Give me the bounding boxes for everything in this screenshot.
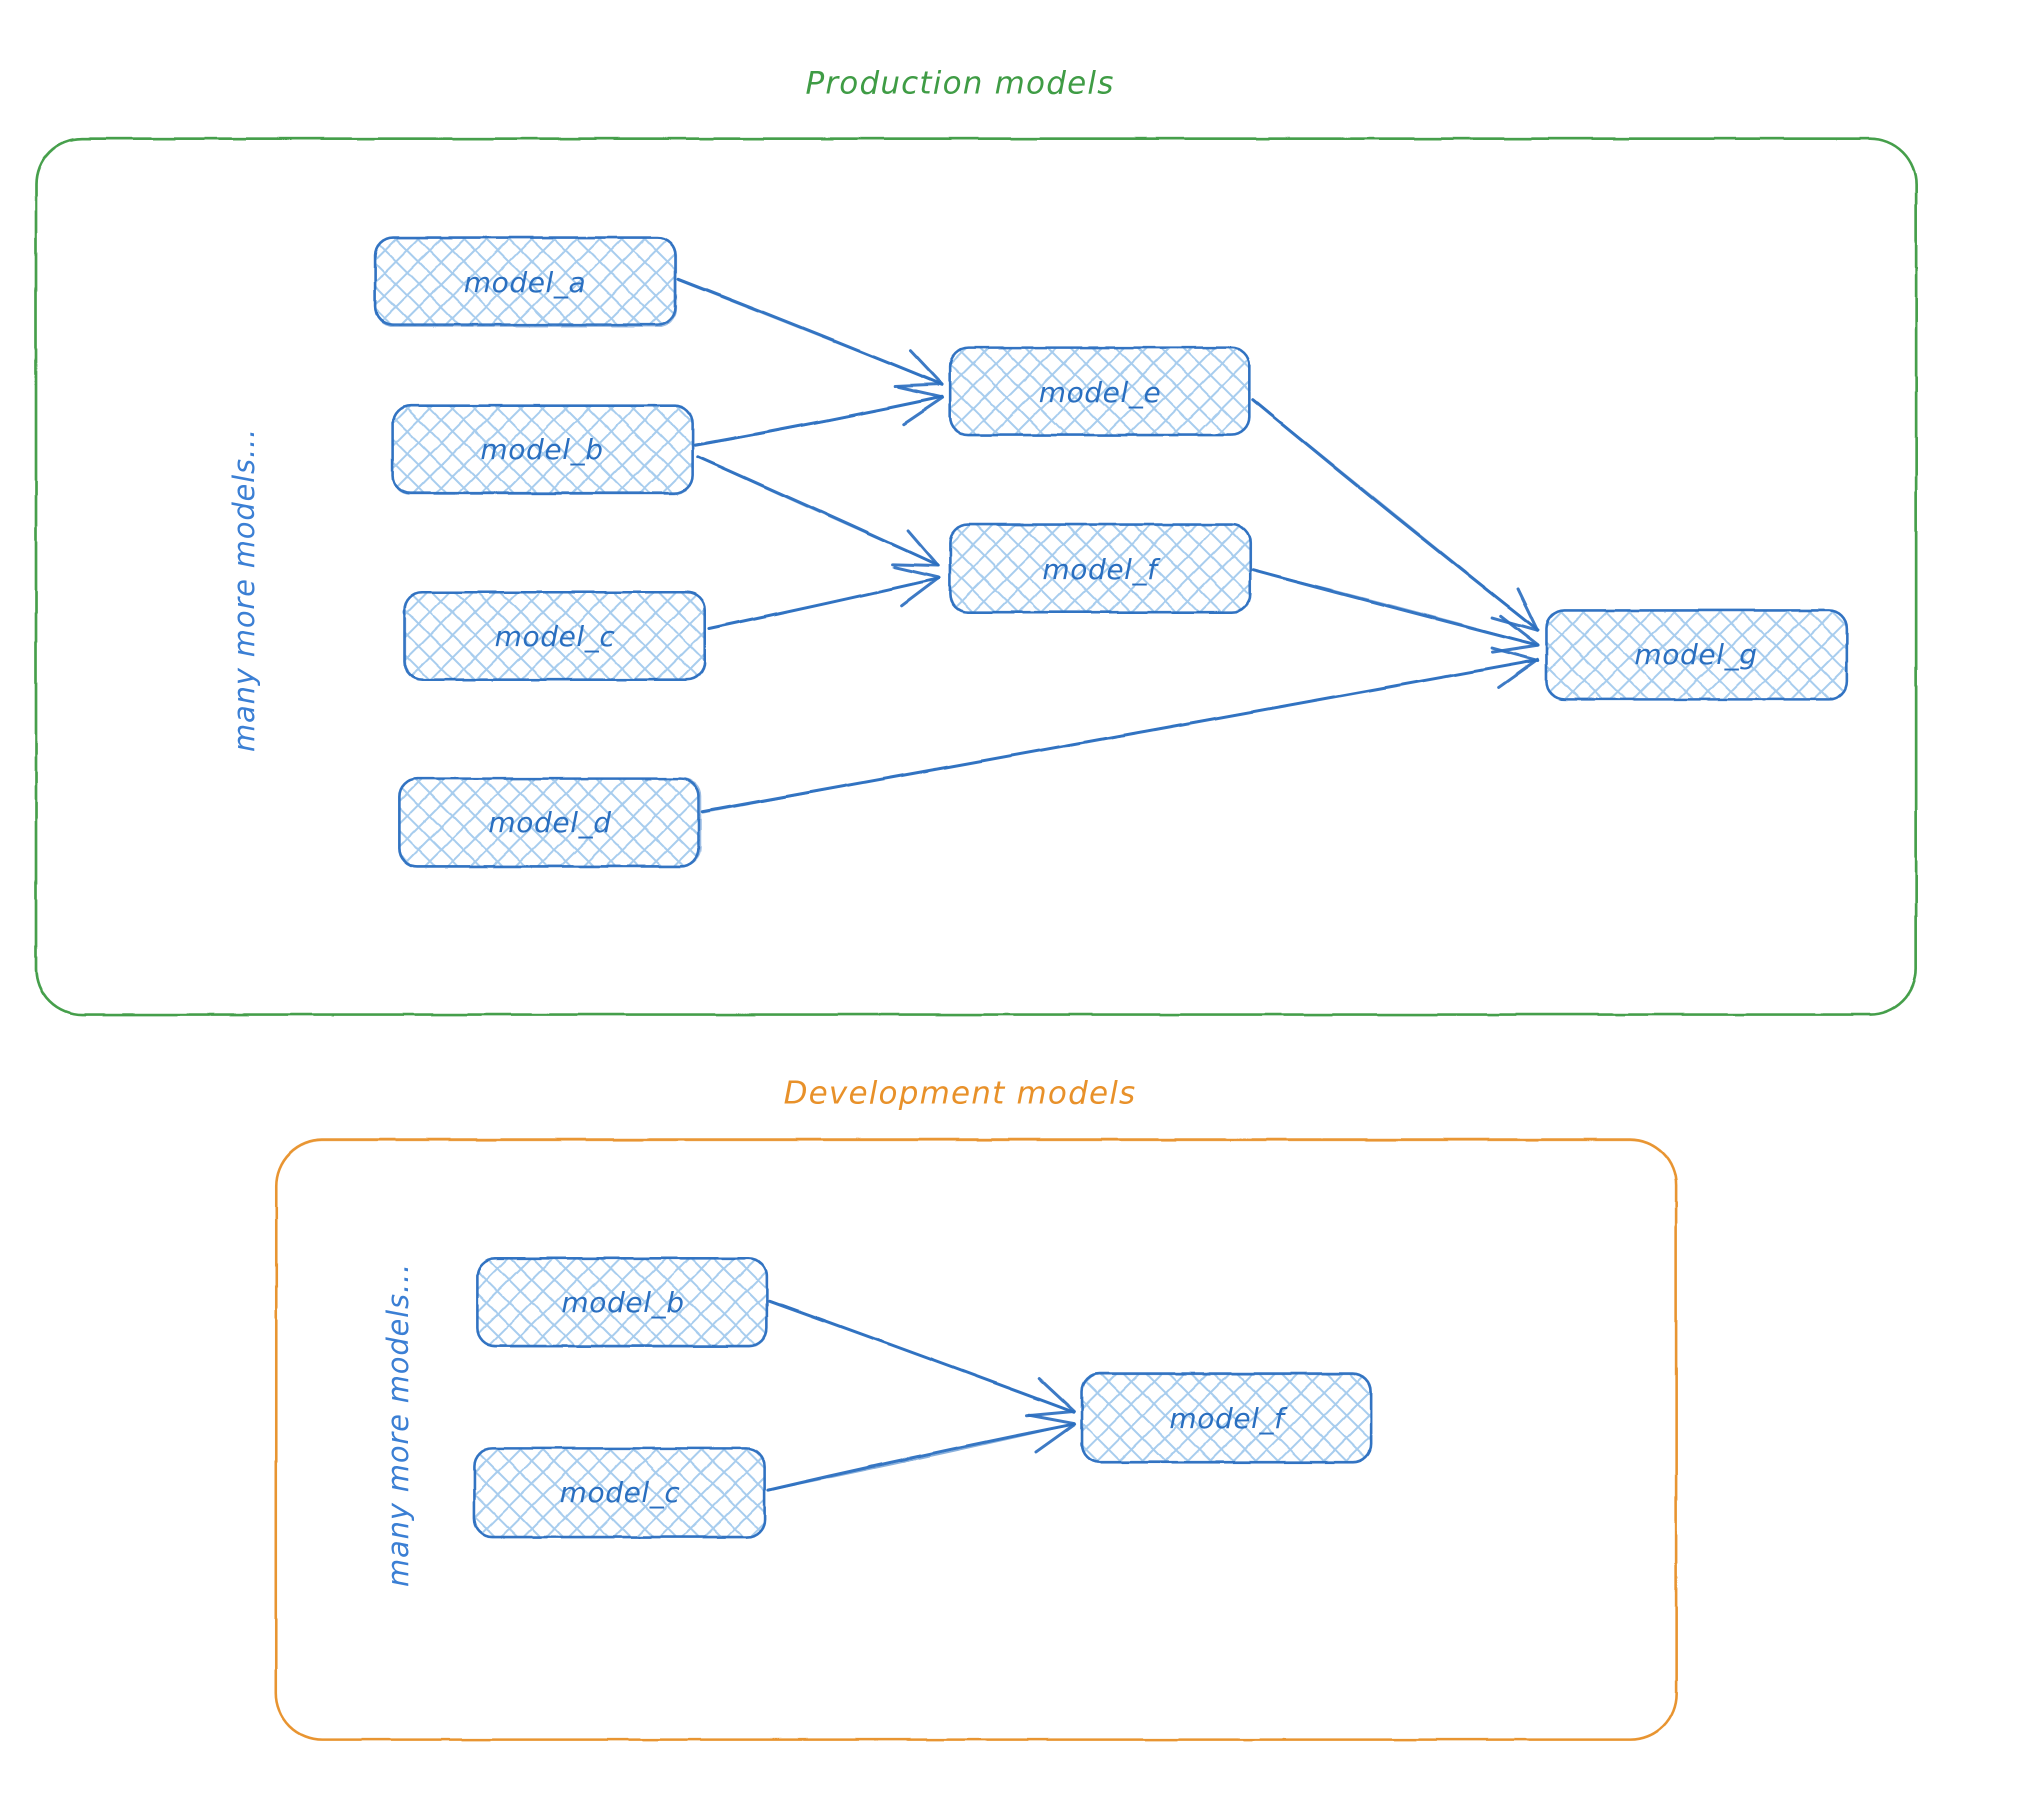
- node-label: model_b: [561, 1286, 684, 1319]
- edge-dev_b-to-dev_f: [770, 1300, 1075, 1415]
- node-dev_f[interactable]: model_f: [1082, 1374, 1372, 1463]
- node-label: model_d: [488, 806, 611, 839]
- node-label: model_e: [1039, 376, 1162, 409]
- edge-prod_b-to-prod_e: [695, 387, 942, 446]
- node-label: model_f: [1169, 1402, 1288, 1435]
- edge-prod_d-to-prod_g: [703, 648, 1539, 813]
- node-prod_g[interactable]: model_g: [1546, 610, 1847, 699]
- group-title-development: Development models: [784, 1076, 1137, 1112]
- node-prod_f[interactable]: model_f: [950, 525, 1250, 613]
- node-dev_b[interactable]: model_b: [477, 1258, 768, 1347]
- edges-layer: [678, 279, 1539, 1490]
- edge-dev_c-to-dev_f: [767, 1415, 1074, 1490]
- node-label: model_g: [1634, 638, 1757, 671]
- node-prod_a[interactable]: model_a: [375, 238, 676, 327]
- node-label: model_a: [464, 266, 587, 299]
- node-dev_c[interactable]: model_c: [474, 1448, 765, 1537]
- node-prod_c[interactable]: model_c: [404, 592, 705, 680]
- node-label: model_c: [560, 1476, 681, 1509]
- node-label: model_b: [480, 433, 603, 466]
- group-title-production: Production models: [805, 66, 1114, 102]
- side-label-production: many more models...: [227, 428, 261, 752]
- edge-prod_b-to-prod_f: [698, 457, 938, 566]
- node-label: model_f: [1042, 553, 1161, 586]
- group-frame-development: [276, 1140, 1676, 1740]
- node-prod_e[interactable]: model_e: [950, 348, 1250, 436]
- side-label-development: many more models...: [381, 1263, 415, 1587]
- node-prod_b[interactable]: model_b: [392, 405, 693, 494]
- nodes-layer: model_a model_b model_c model_d model_emodel…: [375, 238, 1847, 1538]
- edge-prod_e-to-prod_g: [1253, 400, 1538, 631]
- edge-prod_a-to-prod_e: [678, 279, 942, 386]
- node-prod_d[interactable]: model_d: [399, 778, 700, 866]
- edge-prod_c-to-prod_f: [708, 567, 938, 629]
- edge-prod_f-to-prod_g: [1253, 570, 1539, 652]
- node-label: model_c: [495, 620, 616, 653]
